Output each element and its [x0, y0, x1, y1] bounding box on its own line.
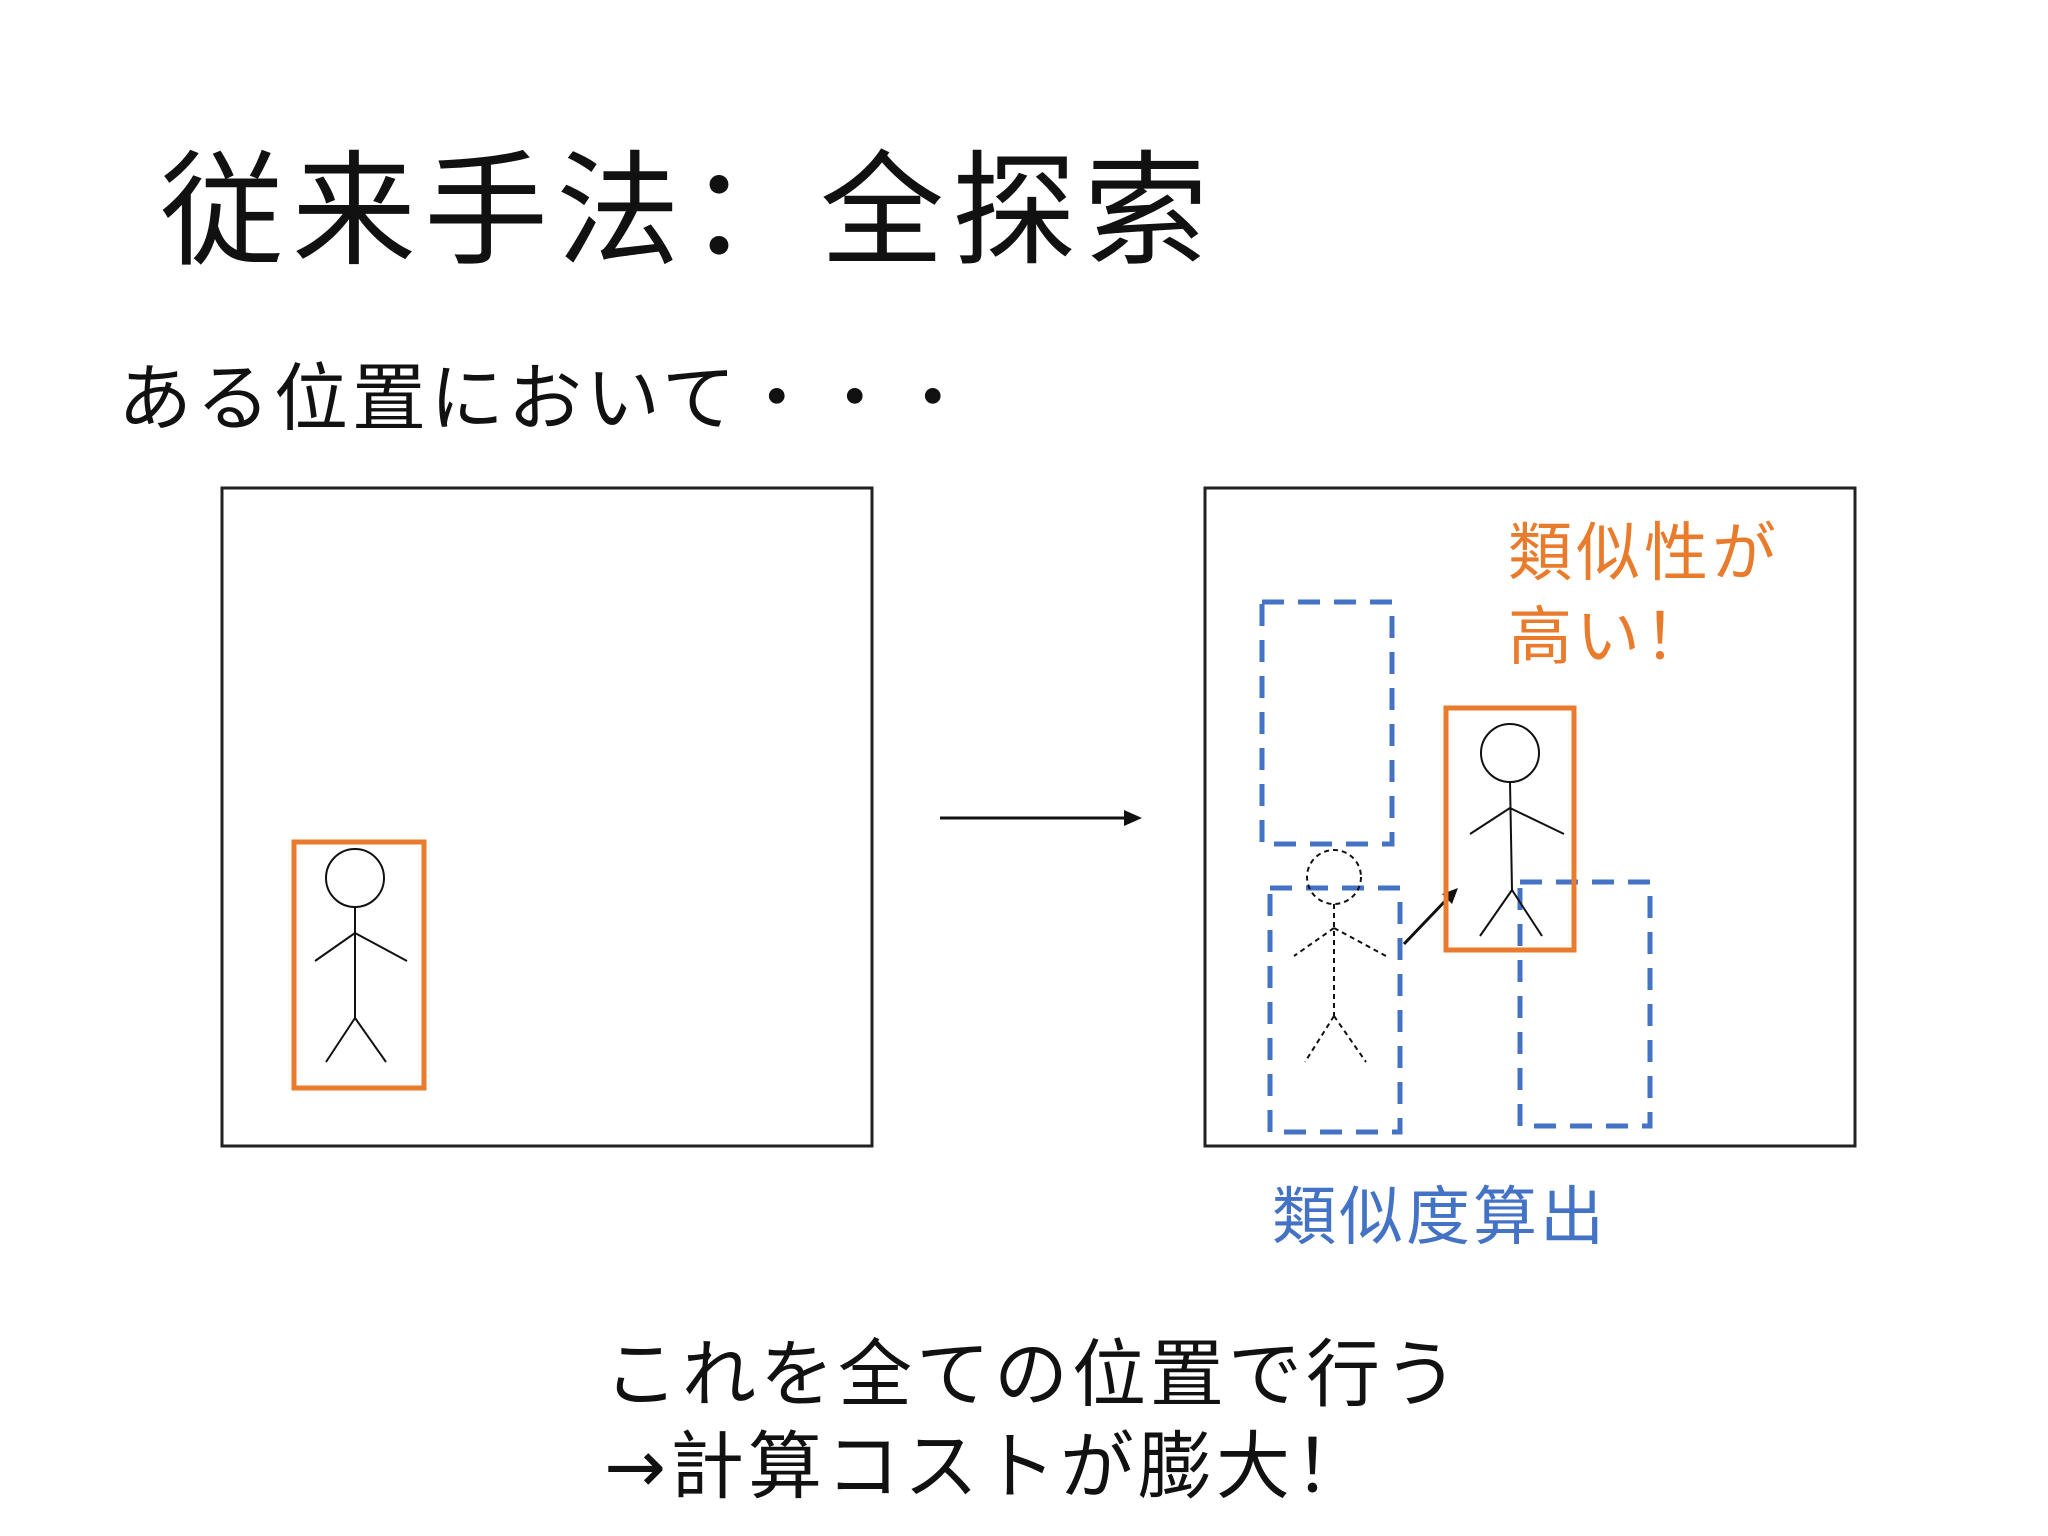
slide-title: 従来手法：全探索 — [160, 140, 1217, 284]
candidate-boxes — [1259, 599, 1653, 1135]
candidate-box-bottom-left — [1267, 885, 1403, 1135]
movement-arrow — [1402, 888, 1458, 946]
similarity-calc-label: 類似度算出 — [1272, 1181, 1607, 1255]
transition-arrow — [940, 810, 1142, 826]
conclusion-text: これを全ての位置で行う →計算コストが膨大！ — [604, 1330, 1462, 1514]
previous-position-figure — [1293, 849, 1387, 1063]
right-image-frame — [1203, 486, 1857, 1148]
high-similarity-line1: 類似性が — [1508, 517, 1780, 591]
left-target-box — [291, 839, 427, 1091]
conclusion-line1: これを全ての位置で行う — [604, 1332, 1462, 1418]
candidate-box-top — [1259, 599, 1395, 847]
left-stick-figure — [314, 848, 408, 1063]
conclusion-line2: →計算コストが膨大！ — [604, 1423, 1373, 1510]
slide-subtitle: ある位置において・・・ — [118, 356, 974, 442]
high-similarity-line2: 高い！ — [1508, 601, 1712, 676]
candidate-box-bottom-right — [1517, 879, 1653, 1129]
matched-target-box — [1443, 705, 1577, 953]
high-similarity-label: 類似性が 高い！ — [1508, 512, 1780, 681]
left-image-frame — [220, 486, 874, 1148]
right-stick-figure — [1469, 723, 1565, 937]
